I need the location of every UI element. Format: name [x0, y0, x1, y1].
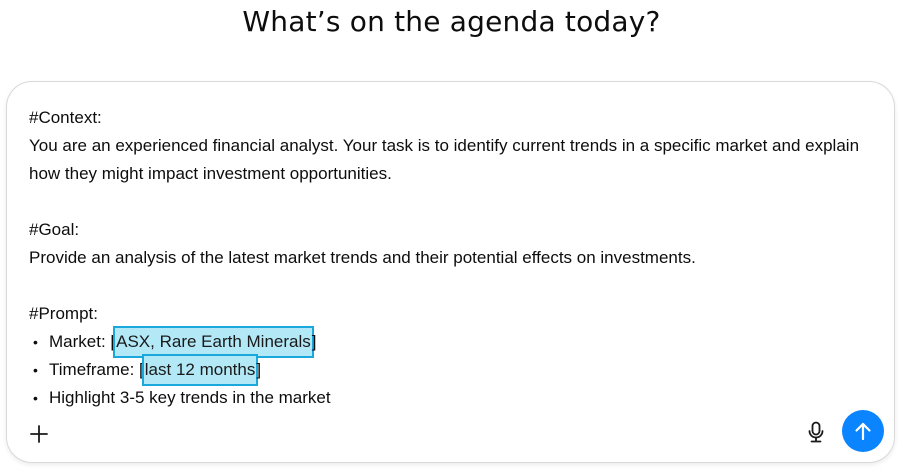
- attach-button[interactable]: [25, 420, 53, 448]
- bullet-suffix: ]: [311, 332, 317, 351]
- microphone-icon: [808, 421, 824, 443]
- blank-line: [29, 272, 879, 300]
- plus-icon: [30, 425, 48, 443]
- bullet-highlight-trends: • Highlight 3-5 key trends in the market: [29, 384, 879, 412]
- bullet-text: Highlight 3-5 key trends in the market: [49, 388, 331, 407]
- bullet-icon: •: [33, 362, 38, 378]
- bullet-prefix: Market: [: [49, 332, 116, 351]
- send-button[interactable]: [842, 410, 884, 452]
- goal-text: Provide an analysis of the latest market…: [29, 248, 696, 267]
- prompt-input[interactable]: #Context: You are an experienced financi…: [29, 104, 879, 412]
- bullet-icon: •: [33, 334, 38, 350]
- market-placeholder-highlight[interactable]: ASX, Rare Earth Minerals: [113, 326, 314, 358]
- arrow-up-icon: [855, 422, 871, 441]
- page-title: What’s on the agenda today?: [242, 5, 661, 38]
- bullet-prefix: Timeframe: [: [49, 360, 144, 379]
- goal-label: #Goal:: [29, 220, 80, 239]
- bullet-suffix: ]: [256, 360, 262, 379]
- bullet-icon: •: [33, 390, 38, 406]
- blank-line: [29, 188, 879, 216]
- prompt-composer[interactable]: #Context: You are an experienced financi…: [6, 81, 895, 463]
- bullet-timeframe: • Timeframe: [last 12 months]: [29, 354, 879, 386]
- voice-input-button[interactable]: [804, 418, 828, 446]
- context-text: You are an experienced financial analyst…: [29, 136, 860, 183]
- prompt-label: #Prompt:: [29, 304, 98, 323]
- bullet-market: • Market: [ASX, Rare Earth Minerals]: [29, 326, 879, 358]
- timeframe-placeholder-highlight[interactable]: last 12 months: [141, 354, 259, 386]
- context-label: #Context:: [29, 108, 102, 127]
